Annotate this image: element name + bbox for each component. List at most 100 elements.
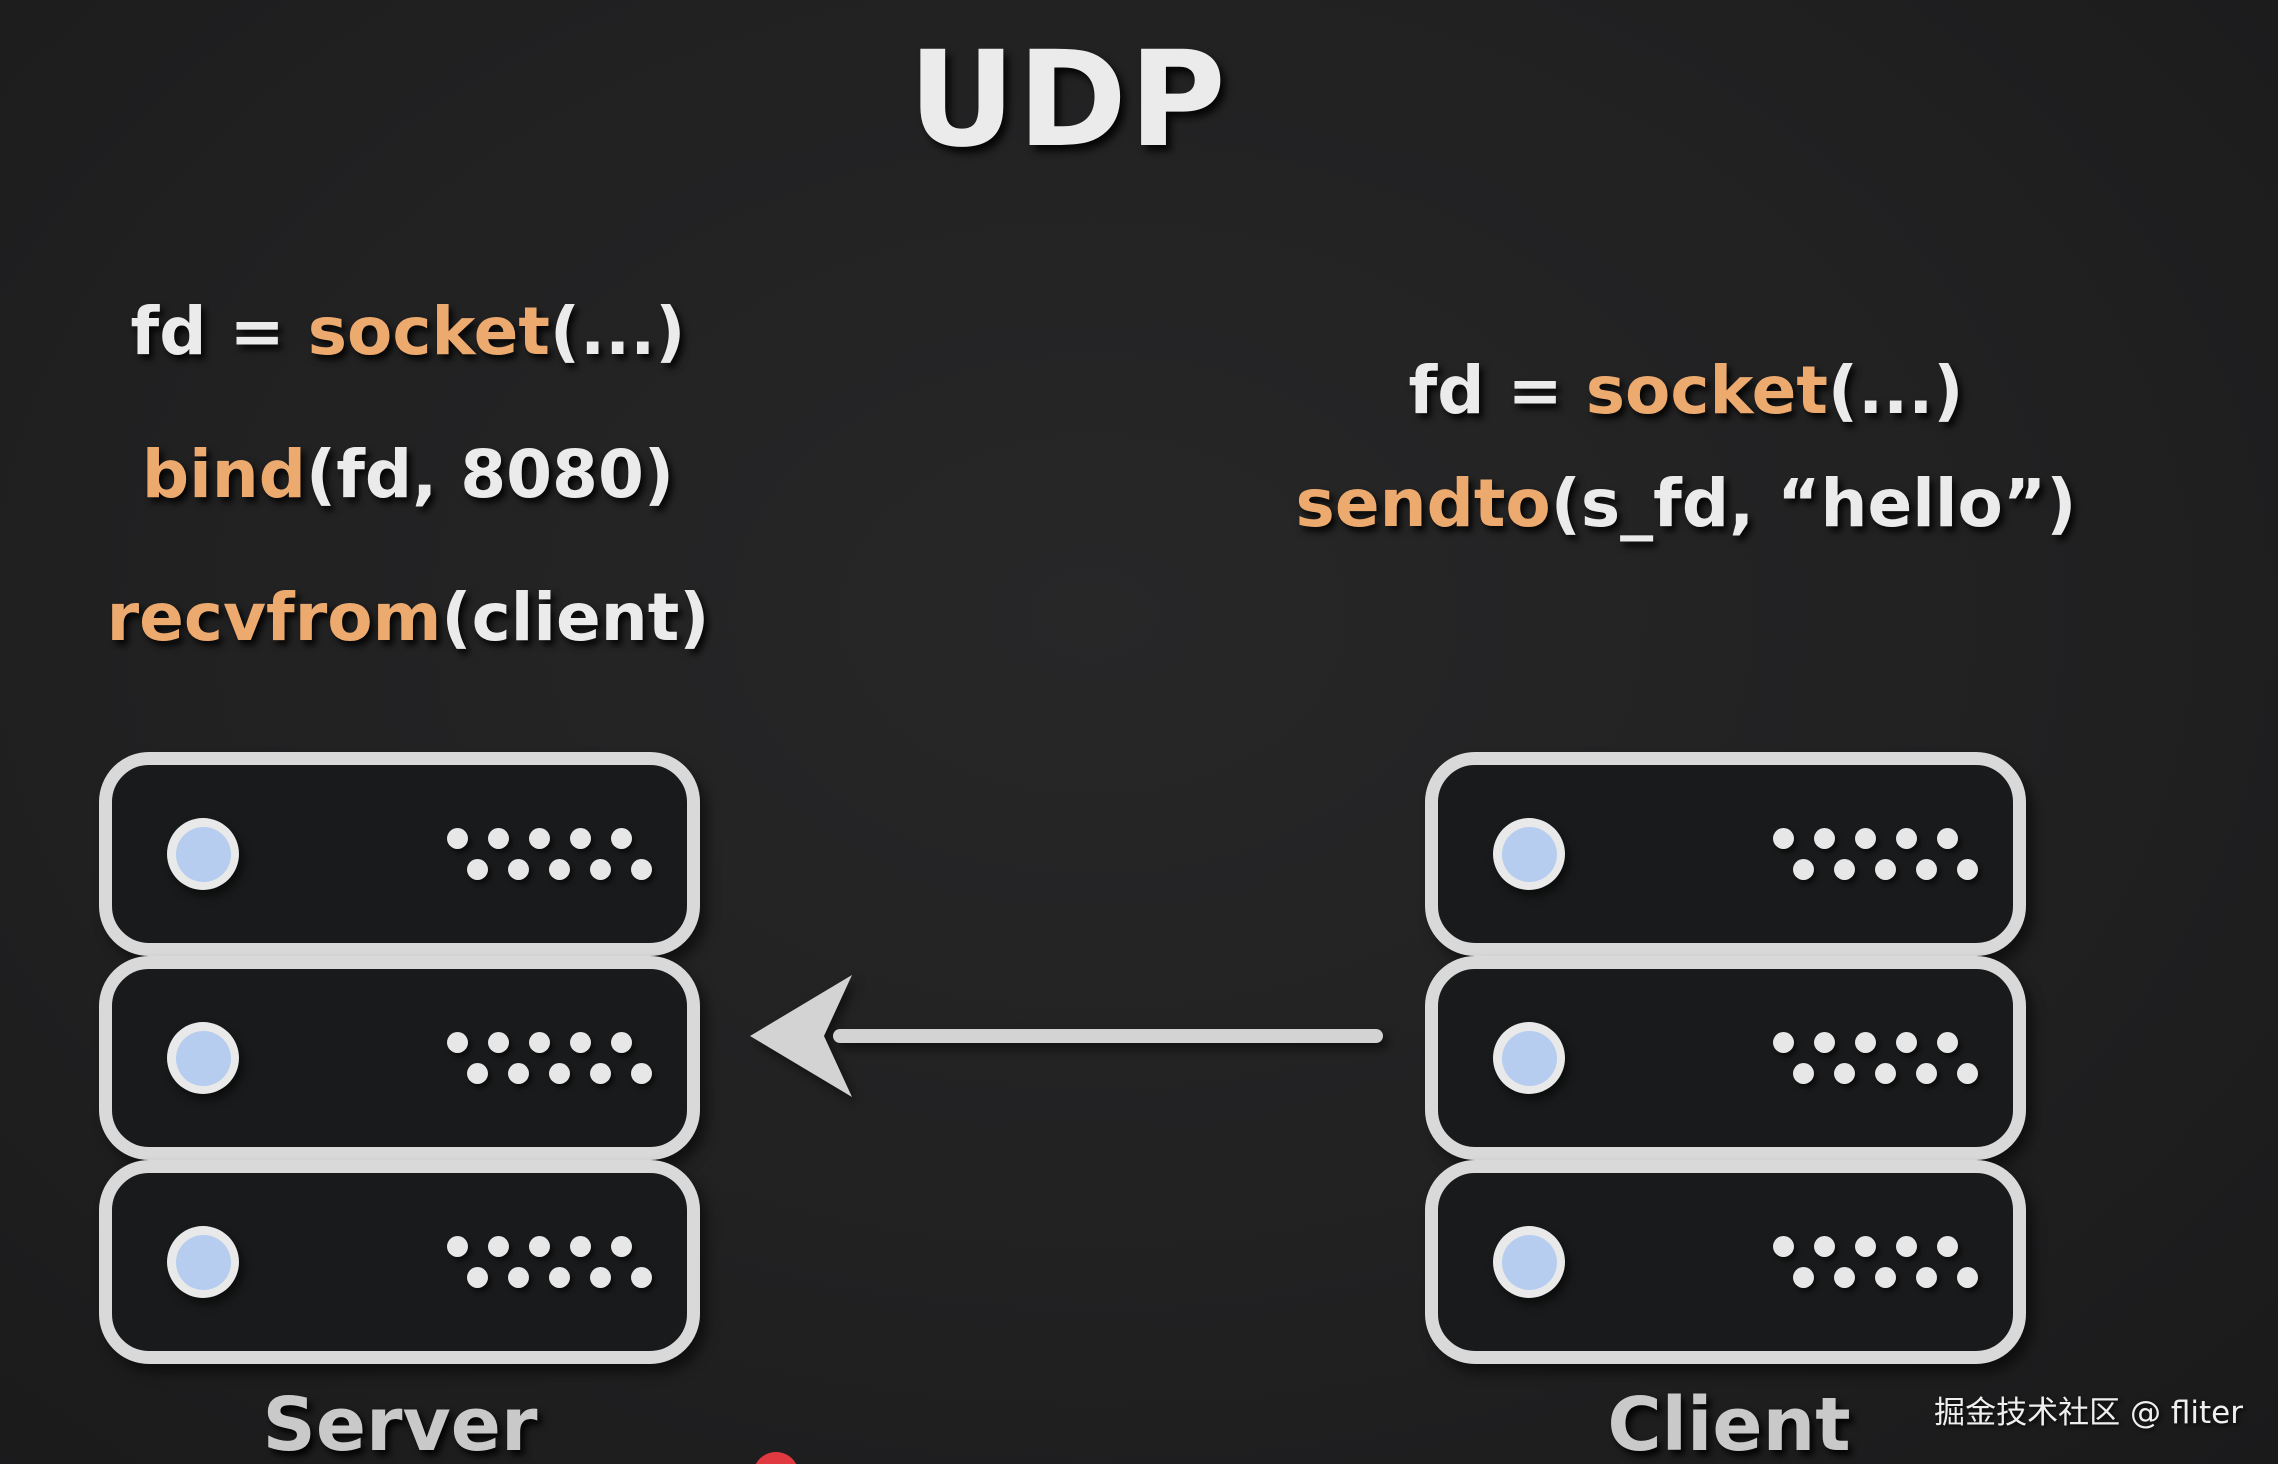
- vent-dot: [570, 828, 591, 849]
- vent-dot: [529, 828, 550, 849]
- rack-unit: [1425, 1160, 2026, 1364]
- vent-dot-row: [447, 1236, 632, 1257]
- vent-dot: [549, 1267, 570, 1288]
- vent-dot: [467, 1063, 488, 1084]
- rack-unit: [1425, 752, 2026, 956]
- client-code-line-1: fd = socket(...): [1296, 334, 2077, 447]
- vent-dot: [549, 1063, 570, 1084]
- vent-dots-icon: [447, 1236, 652, 1288]
- vent-dot: [631, 859, 652, 880]
- code-function: socket: [307, 293, 550, 370]
- vent-dot: [1916, 1267, 1937, 1288]
- server-label: Server: [262, 1382, 538, 1464]
- vent-dot: [529, 1236, 550, 1257]
- code-pre: fd =: [130, 293, 308, 370]
- client-label: Client: [1607, 1382, 1851, 1464]
- vent-dot: [529, 1032, 550, 1053]
- led-core: [1501, 826, 1557, 882]
- client-rack-icon: [1425, 752, 2026, 1364]
- server-rack-icon: [99, 752, 700, 1364]
- vent-dot: [1916, 1063, 1937, 1084]
- code-args: (...): [1827, 352, 1964, 429]
- power-led-icon: [1493, 1226, 1565, 1298]
- rack-unit: [99, 752, 700, 956]
- vent-dot-row: [467, 1267, 652, 1288]
- vent-dot: [611, 828, 632, 849]
- vent-dot: [631, 1267, 652, 1288]
- client-code-line-2: sendto(s_fd, “hello”): [1296, 447, 2077, 560]
- vent-dot: [1834, 1267, 1855, 1288]
- vent-dot: [508, 859, 529, 880]
- vent-dot: [1896, 1032, 1917, 1053]
- vent-dots-icon: [447, 828, 652, 880]
- vent-dot: [1896, 1236, 1917, 1257]
- vent-dot: [1957, 859, 1978, 880]
- led-core: [175, 826, 231, 882]
- vent-dots-icon: [1773, 828, 1978, 880]
- vent-dot: [549, 859, 570, 880]
- power-led-icon: [1493, 1022, 1565, 1094]
- vent-dot: [1773, 828, 1794, 849]
- vent-dot: [1773, 1032, 1794, 1053]
- vent-dot: [1875, 1063, 1896, 1084]
- vent-dot-row: [1773, 1032, 1958, 1053]
- red-pointer-dot-icon: [753, 1452, 799, 1464]
- vent-dot: [1896, 828, 1917, 849]
- vent-dot: [1957, 1063, 1978, 1084]
- vent-dot: [488, 1236, 509, 1257]
- code-pre: fd =: [1408, 352, 1586, 429]
- vent-dot-row: [1773, 828, 1958, 849]
- power-led-icon: [167, 1226, 239, 1298]
- vent-dot-row: [467, 859, 652, 880]
- led-core: [175, 1234, 231, 1290]
- rack-unit: [99, 956, 700, 1160]
- watermark: 掘金技术社区 @ fliter: [1934, 1395, 2243, 1431]
- server-code-block: fd = socket(...) bind(fd, 8080) recvfrom…: [107, 260, 710, 689]
- left-arrow-icon: [750, 975, 1383, 1097]
- vent-dot: [508, 1063, 529, 1084]
- code-args: (s_fd, “hello”): [1550, 465, 2077, 542]
- vent-dot: [488, 828, 509, 849]
- vent-dot: [1834, 1063, 1855, 1084]
- power-led-icon: [167, 1022, 239, 1094]
- vent-dot: [1855, 828, 1876, 849]
- power-led-icon: [1493, 818, 1565, 890]
- vent-dot: [1834, 859, 1855, 880]
- vent-dots-icon: [447, 1032, 652, 1084]
- vent-dot: [570, 1236, 591, 1257]
- vent-dot: [1773, 1236, 1794, 1257]
- vent-dot-row: [467, 1063, 652, 1084]
- code-function: recvfrom: [106, 579, 442, 656]
- power-led-icon: [167, 818, 239, 890]
- server-code-line-3: recvfrom(client): [107, 546, 710, 689]
- code-function: bind: [141, 436, 307, 513]
- vent-dot: [611, 1032, 632, 1053]
- vent-dot: [1875, 859, 1896, 880]
- rack-unit: [1425, 956, 2026, 1160]
- vent-dot: [611, 1236, 632, 1257]
- vent-dot-row: [1793, 1063, 1978, 1084]
- vent-dot: [631, 1063, 652, 1084]
- vent-dot: [447, 828, 468, 849]
- vent-dot: [1793, 1063, 1814, 1084]
- vent-dot: [488, 1032, 509, 1053]
- vent-dot: [1916, 859, 1937, 880]
- vent-dot: [1937, 1032, 1958, 1053]
- server-code-line-1: fd = socket(...): [107, 260, 710, 403]
- vent-dot: [1957, 1267, 1978, 1288]
- vent-dot-row: [1793, 859, 1978, 880]
- code-args: (...): [549, 293, 686, 370]
- vent-dot: [447, 1032, 468, 1053]
- vent-dot: [1793, 1267, 1814, 1288]
- vent-dot: [508, 1267, 529, 1288]
- vent-dot-row: [1773, 1236, 1958, 1257]
- led-core: [1501, 1234, 1557, 1290]
- vent-dot: [447, 1236, 468, 1257]
- vent-dot: [1937, 828, 1958, 849]
- vent-dot-row: [447, 1032, 632, 1053]
- vent-dot: [1814, 1032, 1835, 1053]
- vent-dot: [590, 1063, 611, 1084]
- vent-dots-icon: [1773, 1236, 1978, 1288]
- rack-unit: [99, 1160, 700, 1364]
